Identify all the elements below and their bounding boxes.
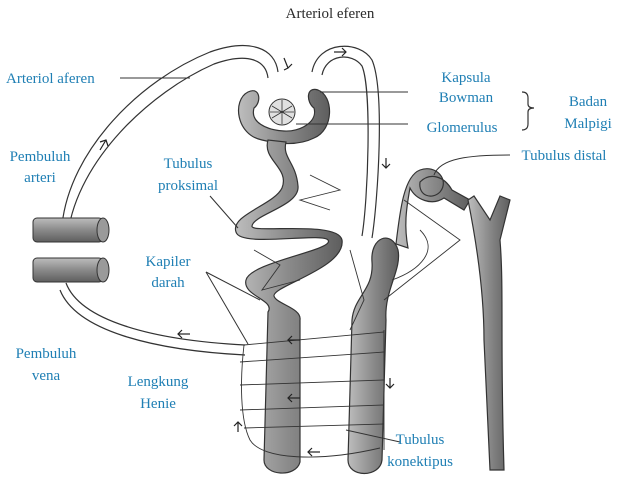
label-kapiler-line1: Kapiler xyxy=(146,254,191,270)
vein-cylinder xyxy=(32,257,110,283)
label-kapsula: Kapsula xyxy=(441,70,490,86)
label-badan: Badan xyxy=(569,94,608,110)
flow-arrows xyxy=(99,47,395,457)
label-arteriol-aferen: Arteriol aferen xyxy=(6,71,95,87)
bowman-capsule xyxy=(238,88,331,145)
label-lengkung-line2: Henie xyxy=(140,396,176,412)
henle-ascending-distal xyxy=(347,168,471,474)
label-konektipus-line1: Tubulus xyxy=(396,432,445,448)
label-tubulus-distal: Tubulus distal xyxy=(522,148,607,164)
label-tubulus-proksimal-line1: Tubulus xyxy=(164,156,213,172)
label-konektipus-line2: konektipus xyxy=(387,454,453,470)
leader-lines xyxy=(120,77,511,443)
label-glomerulus: Glomerulus xyxy=(427,120,498,136)
label-pembuluh-vena-line1: Pembuluh xyxy=(16,346,77,362)
label-tubulus-proksimal-line2: proksimal xyxy=(158,178,218,194)
afferent-vessel xyxy=(59,45,380,356)
proximal-tubule xyxy=(235,139,343,474)
label-malpigi: Malpigi xyxy=(564,116,612,132)
label-arteriol-eferen: Arteriol eferen xyxy=(286,6,375,22)
label-pembuluh-arteri-line2: arteri xyxy=(24,170,56,186)
label-lengkung-line1: Lengkung xyxy=(128,374,189,390)
label-bowman: Bowman xyxy=(439,90,494,106)
label-pembuluh-arteri-line1: Pembuluh xyxy=(10,149,71,165)
malpigi-brace xyxy=(521,91,535,131)
label-pembuluh-vena-line2: vena xyxy=(32,368,61,384)
label-kapiler-line2: darah xyxy=(151,275,185,291)
artery-cylinder xyxy=(32,217,110,243)
capillary-network xyxy=(239,174,461,458)
collecting-duct xyxy=(467,195,511,471)
